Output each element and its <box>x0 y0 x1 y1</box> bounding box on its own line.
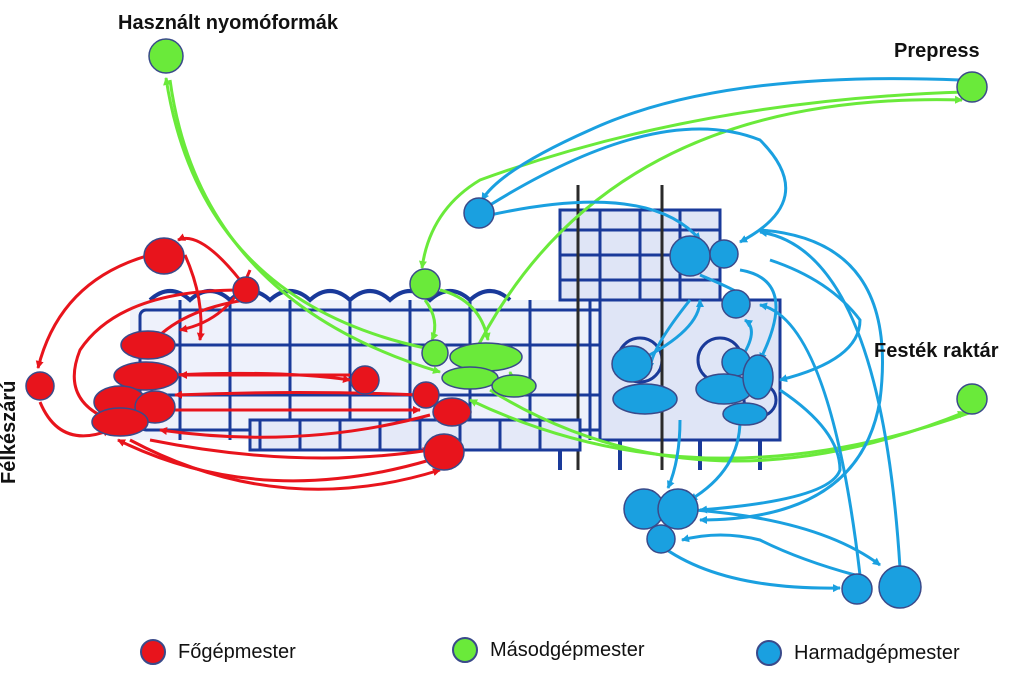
legend-red-dot <box>140 639 166 665</box>
green-nodes <box>148 38 988 415</box>
semi-finished-label: Félkészárú <box>0 380 20 484</box>
blue-flow-arrows <box>480 77 961 593</box>
legend-item-masodgepmester: Másodgépmester <box>452 637 645 663</box>
legend-blue-dot <box>756 640 782 666</box>
legend-label: Másodgépmester <box>490 638 645 661</box>
printing-machine-drawing <box>130 185 782 470</box>
used-plates-label: Használt nyomóformák <box>118 12 339 34</box>
legend-item-fogepmester: Főgépmester <box>140 639 296 665</box>
prepress-label: Prepress <box>894 40 980 62</box>
blue-nodes <box>463 197 922 609</box>
legend-label: Harmadgépmester <box>794 641 960 664</box>
legend-item-harmadgepmester: Harmadgépmester <box>756 640 960 666</box>
green-flow-arrows <box>163 77 973 463</box>
ink-storage-label: Festék raktár <box>874 340 999 362</box>
legend-green-dot <box>452 637 478 663</box>
legend-label: Főgépmester <box>178 640 296 663</box>
red-flow-arrows <box>35 233 441 491</box>
red-nodes <box>25 237 472 471</box>
